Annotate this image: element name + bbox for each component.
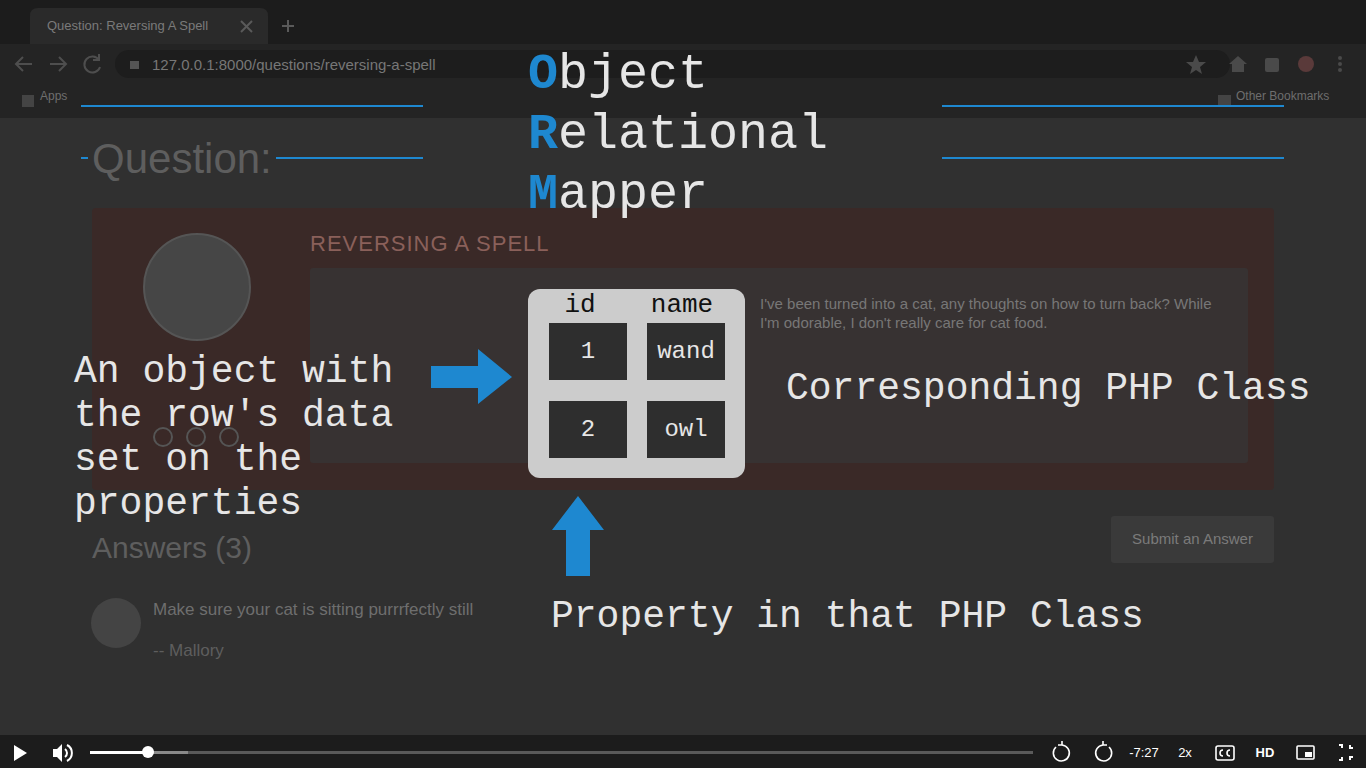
cell-value: 2	[581, 416, 595, 444]
speed-label: 2x	[1172, 745, 1198, 761]
question-text: I've been turned into a cat, any thought…	[760, 294, 1230, 332]
title-word: Relational	[528, 105, 828, 165]
table-cell: wand	[647, 323, 725, 380]
callout-text: Property in that PHP Class	[551, 595, 1144, 639]
pip-icon	[1297, 746, 1314, 759]
button-label: Submit an Answer	[1111, 530, 1274, 548]
quote-box	[310, 268, 1248, 463]
column-header: name	[637, 290, 727, 320]
callout-arrow	[431, 349, 512, 404]
answers-heading: Answers (3)	[92, 530, 252, 566]
page-heading: Question:	[88, 134, 276, 184]
avatar-image	[144, 234, 250, 340]
progress-played	[90, 751, 148, 754]
callout-text: Corresponding PHP Class	[786, 367, 1311, 411]
progress-buffer	[90, 751, 188, 754]
time-remaining: -7:27	[1120, 745, 1168, 761]
progress-track	[90, 751, 1033, 754]
callout-text: An object with the row's data set on the…	[74, 350, 414, 526]
callout-arrow	[552, 496, 604, 576]
play-icon	[14, 745, 27, 761]
video-control-bar	[0, 735, 1366, 768]
new-tab-icon	[282, 20, 294, 32]
exit-fullscreen-icon	[1339, 745, 1353, 760]
answer-text: Make sure your cat is sitting purrrfectl…	[153, 600, 473, 620]
nav-icons	[16, 54, 100, 73]
folder-icon	[1218, 95, 1231, 106]
column-header: id	[535, 290, 625, 320]
progress-thumb	[142, 746, 154, 758]
answer-author: -- Mallory	[153, 641, 224, 661]
title-word: Mapper	[528, 165, 828, 225]
question-title: REVERSING A SPELL	[310, 231, 550, 257]
quality-label: HD	[1252, 745, 1278, 761]
pip-window	[1305, 752, 1312, 757]
answer-avatar	[91, 598, 141, 648]
volume-icon	[53, 744, 72, 762]
browser-tab	[30, 8, 268, 44]
table-cell: owl	[647, 401, 725, 458]
tab-close-icon	[241, 21, 252, 32]
table-grid: 1 wand 2 owl idname	[528, 289, 745, 478]
browser-chrome	[0, 0, 1366, 118]
captions-icon	[1216, 746, 1234, 760]
address-text: 127.0.0.1:8000/questions/reversing-a-spe…	[152, 56, 436, 74]
table-cell: 1	[549, 323, 627, 380]
table-cell: 2	[549, 401, 627, 458]
cell-value: 1	[581, 338, 595, 366]
tab-title: Question: Reversing A Spell	[47, 18, 208, 34]
title-word: Object	[528, 45, 828, 105]
skip-icons	[1053, 741, 1111, 761]
bookmark-text: Other Bookmarks	[1236, 89, 1329, 103]
bookmark-text: Apps	[40, 89, 67, 103]
cell-value: wand	[657, 338, 715, 366]
submit-button	[1111, 516, 1274, 563]
cell-value: owl	[664, 416, 707, 444]
tab-strip	[0, 0, 1366, 44]
apps-icon	[22, 95, 34, 107]
toolbar-icons	[1186, 55, 1342, 74]
title-heading: Object Relational Mapper	[528, 45, 828, 225]
lock-icon	[130, 61, 139, 69]
